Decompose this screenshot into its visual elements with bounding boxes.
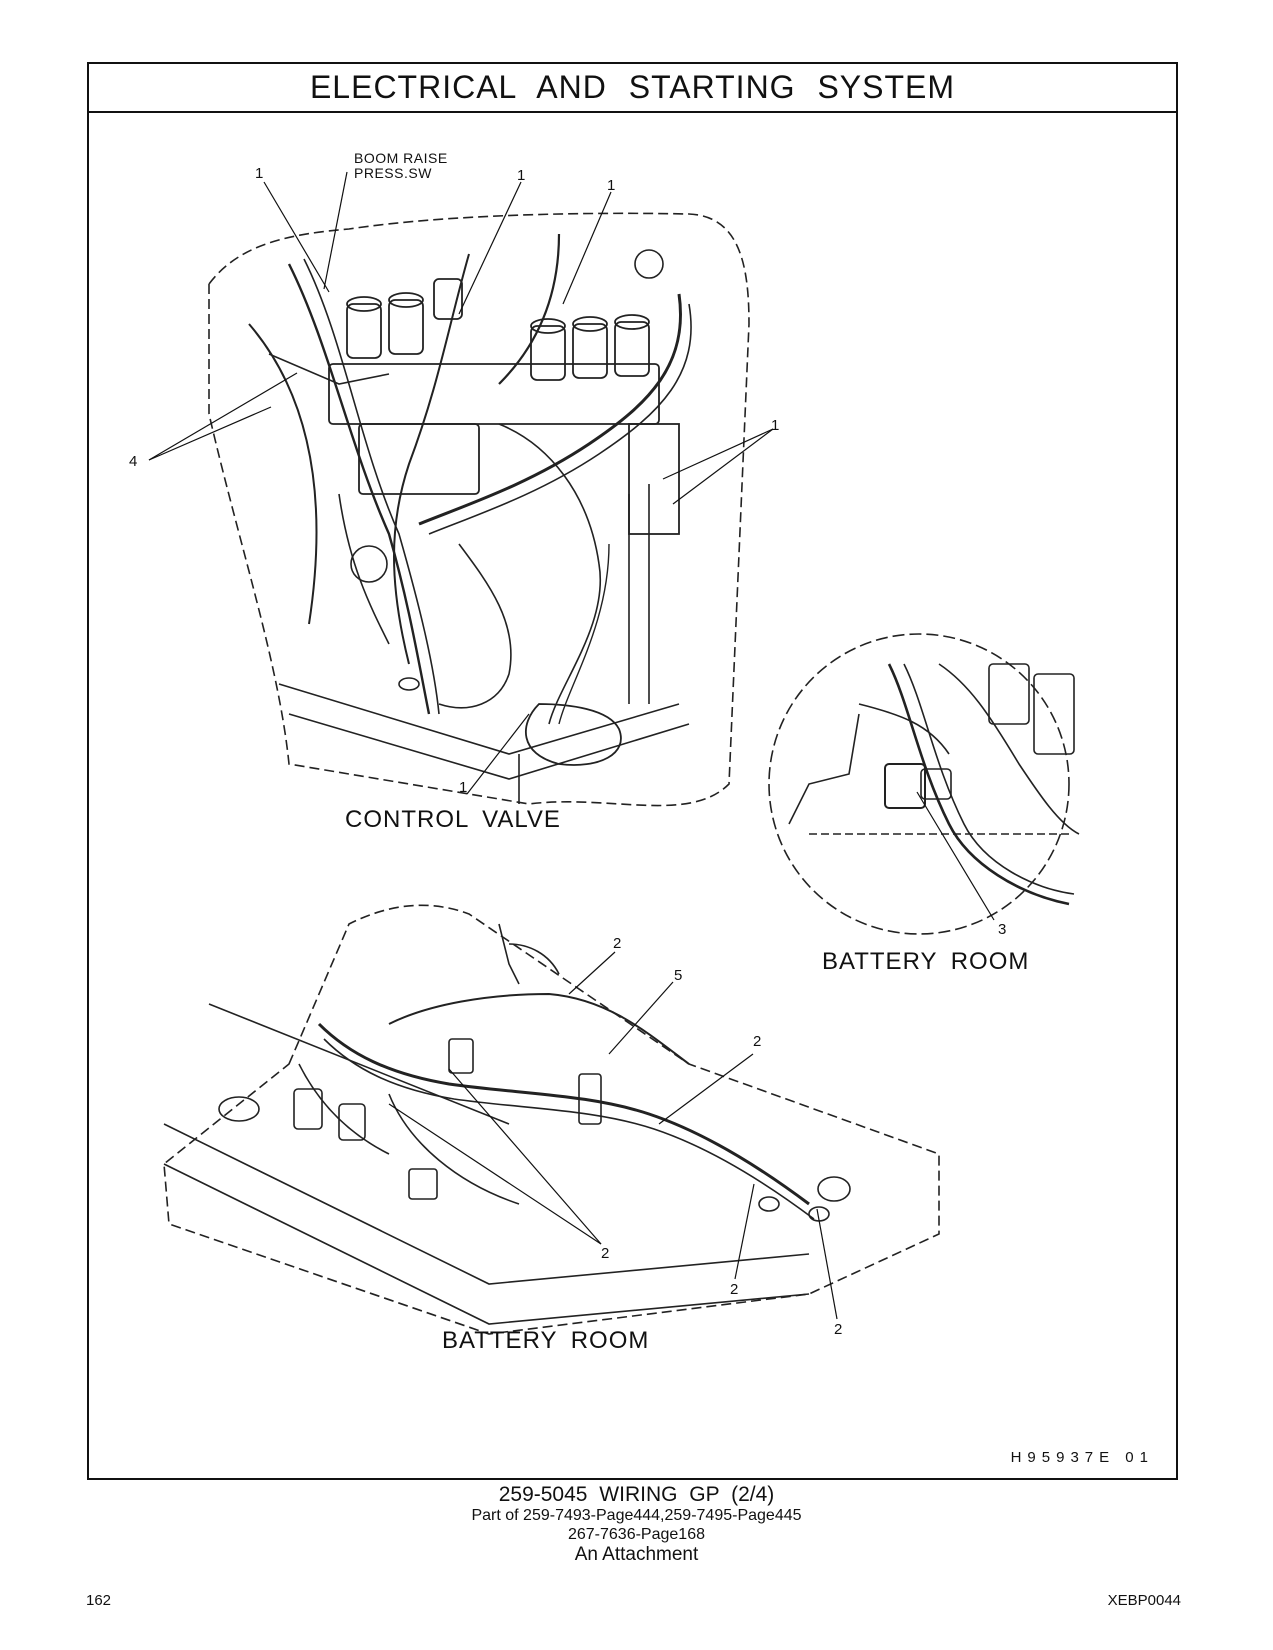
callout-control-valve-1c: 1: [607, 177, 615, 194]
callout-battery-2a: 2: [613, 935, 621, 952]
battery-room-illustration: [163, 904, 940, 1335]
battery-room-leaders: [388, 951, 838, 1320]
callout-battery-2c: 2: [601, 1245, 609, 1262]
callout-control-valve-4: 4: [129, 453, 137, 470]
callout-battery-2b: 2: [753, 1033, 761, 1050]
callout-battery-detail-3: 3: [998, 921, 1006, 938]
callout-battery-2d: 2: [730, 1281, 738, 1298]
page-number: 162: [86, 1592, 112, 1609]
callout-battery-5: 5: [674, 967, 682, 984]
document-code: XEBP0044: [1107, 1592, 1181, 1609]
page-title: ELECTRICAL AND STARTING SYSTEM: [309, 69, 956, 105]
part-title: 259-5045 WIRING GP (2/4): [498, 1483, 775, 1506]
technical-drawing: BOOM RAISE PRESS.SW 1 1 1 1 4 1 CONTROL …: [129, 150, 1080, 1354]
drawing-frame: ELECTRICAL AND STARTING SYSTEM: [87, 62, 1178, 1480]
drawing-id: H95937E 01: [1010, 1449, 1154, 1466]
boom-raise-note-line2: PRESS.SW: [354, 165, 432, 181]
callout-control-valve-1b: 1: [517, 167, 525, 184]
battery-room-detail-illustration: [768, 633, 1080, 935]
control-valve-leaders: [148, 171, 774, 795]
callout-control-valve-1d: 1: [771, 417, 779, 434]
part-of-line2: 267-7636-Page168: [567, 1525, 705, 1543]
callout-control-valve-1e: 1: [459, 779, 467, 796]
caption-battery-room: BATTERY ROOM: [442, 1327, 649, 1354]
attachment-note: An Attachment: [574, 1543, 699, 1565]
caption-control-valve: CONTROL VALVE: [345, 806, 561, 833]
part-of-line1: Part of 259-7493-Page444,259-7495-Page44…: [471, 1507, 802, 1525]
boom-raise-note-line1: BOOM RAISE: [354, 150, 448, 166]
control-valve-illustration: [208, 212, 750, 807]
caption-battery-room-detail: BATTERY ROOM: [822, 948, 1029, 975]
title-bar: ELECTRICAL AND STARTING SYSTEM: [89, 64, 1176, 113]
callout-control-valve-1a: 1: [255, 165, 263, 182]
part-footer: 259-5045 WIRING GP (2/4) Part of 259-749…: [0, 1483, 1273, 1566]
callout-battery-2e: 2: [834, 1321, 842, 1338]
